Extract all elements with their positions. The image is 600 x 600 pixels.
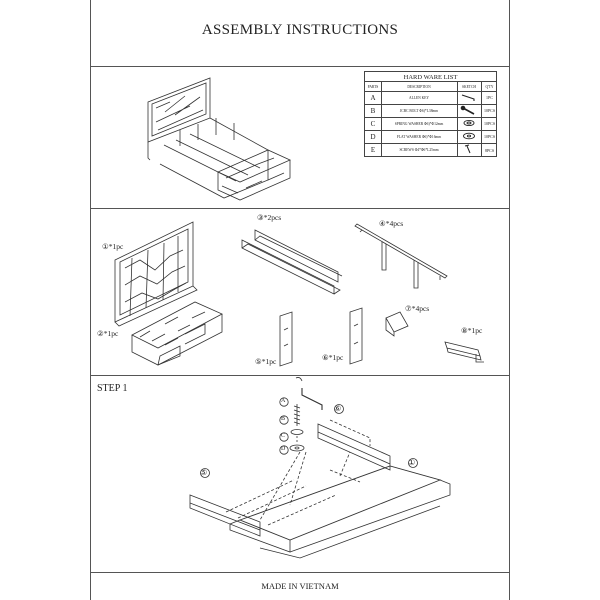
hardware-list-table: HARD WARE LIST PARTS DESCRIPTION SKETCH … [364, 71, 497, 157]
support-part-drawing [444, 341, 484, 363]
header-sketch: SKETCH [462, 84, 476, 89]
flat-washer-icon [463, 132, 475, 140]
part-b-description: JCBC BOLT Φ6)*L38mm [399, 108, 439, 113]
part-4-label: ④*4pcs [379, 219, 404, 228]
callout-part-1: ① [408, 458, 416, 467]
callout-d: D [281, 446, 286, 452]
header-description: DESCRIPTION [407, 84, 431, 89]
part-5-label: ⑤*1pc [255, 357, 277, 366]
spring-washer-icon [463, 119, 475, 127]
hardware-list-title: HARD WARE LIST [403, 74, 458, 81]
divider-1 [90, 66, 510, 67]
part-c-description: SPRING WASHER Φ6)*Φ12mm [394, 121, 444, 126]
headboard-part-drawing [114, 221, 198, 327]
part-a-qty: 1PC [486, 95, 493, 100]
part-a-description: ALLEN KEY [408, 95, 430, 100]
allen-key-icon [461, 94, 475, 101]
header-parts: PARTS [367, 84, 379, 89]
callout-b: B [281, 416, 286, 422]
part-d-letter: D [370, 132, 376, 141]
part-d-description: FLAT WASHER Φ6)*Φ16mm [396, 134, 442, 139]
part-2-label: ②*1pc [97, 329, 119, 338]
part-c-letter: C [370, 119, 376, 128]
step-title: STEP 1 [97, 383, 128, 394]
hardware-sketches [460, 94, 475, 154]
bolt-icon [460, 105, 475, 115]
footboard-bench-part-drawing [131, 301, 223, 366]
slat-part-drawing [354, 223, 448, 289]
side-rail-part-drawing [241, 229, 343, 295]
screw-icon [464, 144, 471, 154]
part-8-label: ⑧*1pc [461, 326, 483, 335]
footer-made-in: MADE IN VIETNAM [261, 581, 339, 591]
step1-callout-circles [200, 397, 418, 478]
instruction-sheet-frame [90, 0, 510, 600]
part-6-label: ⑥*1pc [322, 353, 344, 362]
divider-2 [90, 208, 510, 209]
assembled-bed-drawing [147, 77, 291, 201]
part-1-label: ①*1pc [102, 242, 124, 251]
callout-c: C [281, 433, 286, 439]
bracket-part-drawing [385, 311, 409, 337]
part-7-label: ⑦*4pcs [405, 304, 430, 313]
callout-part-6: ⑥ [334, 404, 342, 413]
part-e-description: SCREWS Φ4*Φ6*L25mm [399, 148, 439, 152]
header-qty: Q'TY [485, 84, 494, 89]
page-title: ASSEMBLY INSTRUCTIONS [201, 22, 399, 38]
center-leg-part-drawing [279, 307, 363, 367]
part-a-letter: A [370, 93, 376, 102]
divider-3 [90, 375, 510, 376]
part-d-qty: 10PCS [483, 134, 496, 139]
divider-4 [90, 572, 510, 573]
part-e-letter: E [370, 146, 376, 154]
part-3-label: ③*2pcs [257, 213, 282, 222]
part-b-letter: B [370, 106, 376, 115]
part-e-qty: 8PCS [484, 147, 495, 153]
part-c-qty: 10PCS [483, 121, 496, 126]
part-b-qty: 10PCS [483, 108, 496, 113]
callout-part-5: ⑤ [200, 468, 208, 477]
callout-a: A [281, 398, 286, 404]
step1-assembly-drawing [189, 377, 451, 559]
